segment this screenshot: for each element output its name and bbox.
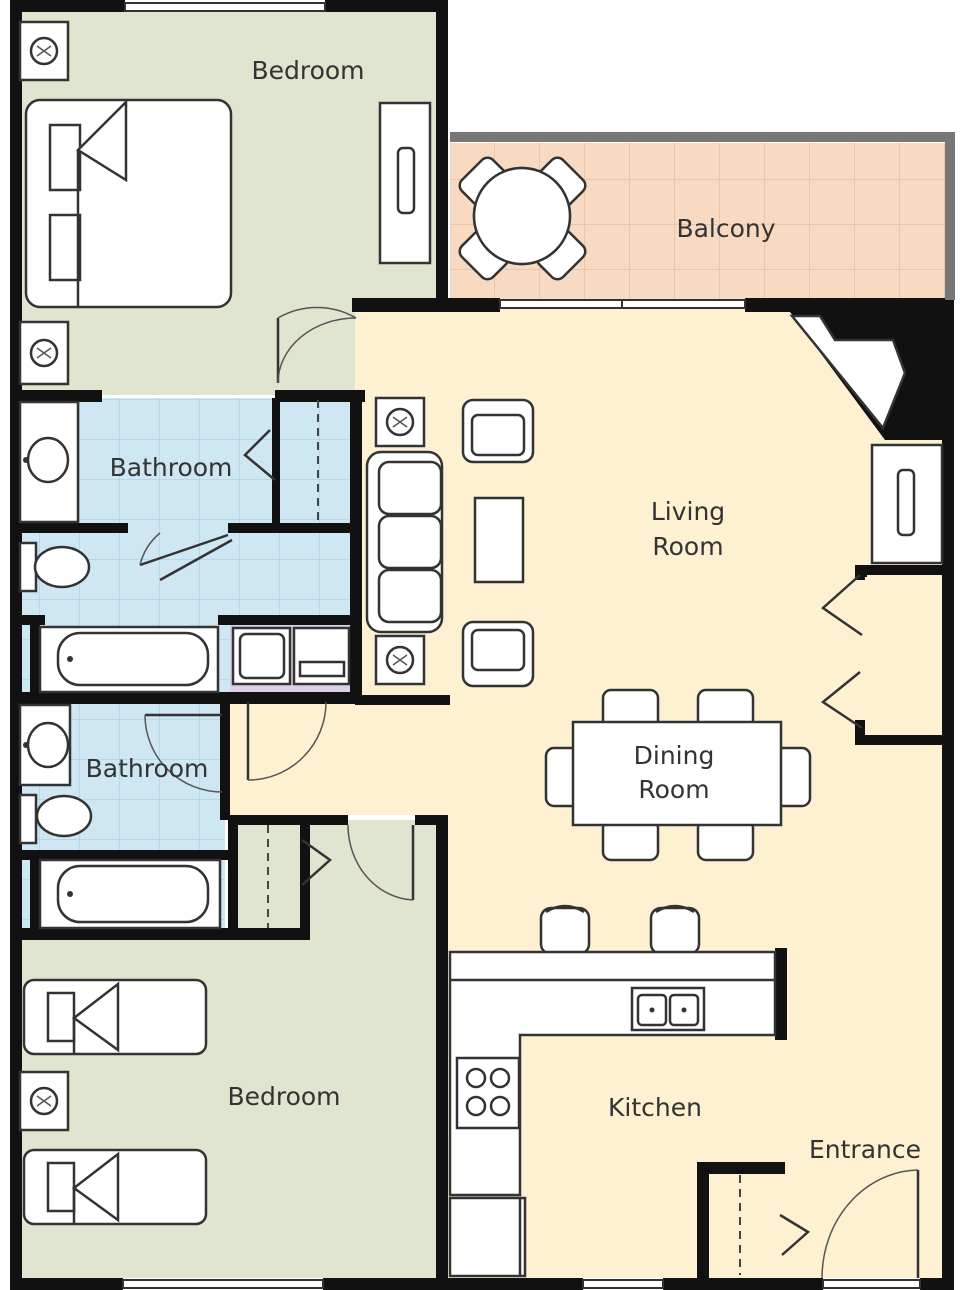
- upper-bath-door-swing: [139, 532, 233, 582]
- closet-bifold-1: [243, 429, 276, 481]
- nightstand-lamp-icon: [18, 20, 70, 82]
- dresser-icon: [378, 101, 432, 265]
- dining-set-icon: [544, 688, 812, 862]
- second-bedroom-furniture: [18, 978, 208, 1226]
- label-second-bedroom: Bedroom: [227, 1082, 340, 1111]
- armchair-icon: [461, 398, 535, 464]
- dryer-icon: [292, 626, 351, 686]
- label-living-line1: Living: [651, 497, 725, 526]
- label-balcony: Balcony: [676, 214, 775, 243]
- label-upper-bathroom: Bathroom: [110, 453, 233, 482]
- label-kitchen: Kitchen: [608, 1093, 702, 1122]
- washer-icon: [231, 626, 292, 686]
- closet-bifold-4: [301, 838, 332, 886]
- label-main-bedroom: Bedroom: [251, 56, 364, 85]
- twin-bed-icon: [22, 1148, 208, 1226]
- bedroom-door-swing: [276, 306, 357, 384]
- label-entrance: Entrance: [809, 1135, 921, 1164]
- window-bedroom-bottom: [122, 1279, 324, 1289]
- room-labels: Bedroom Balcony Bathroom Living Room Din…: [86, 56, 921, 1164]
- closet-bifold-5: [779, 1213, 811, 1256]
- hall-door-swing: [246, 701, 327, 781]
- window-top: [124, 2, 326, 12]
- toilet-icon: [18, 541, 91, 593]
- second-bedroom-door-swing: [347, 824, 415, 901]
- twin-bed-icon: [22, 978, 208, 1056]
- kitchen-furniture: [448, 904, 777, 1278]
- living-room-furniture: [365, 314, 944, 688]
- fireplace-icon: [789, 314, 907, 431]
- nightstand-lamp-icon: [18, 1070, 70, 1132]
- windows: [122, 2, 921, 1289]
- label-dining-line2: Room: [638, 775, 709, 804]
- nightstand-lamp-icon: [18, 320, 70, 386]
- closet-bifold-3: [820, 671, 863, 730]
- lower-bath-door-swing: [144, 713, 223, 793]
- bar-stool-icon: [649, 904, 701, 956]
- balcony-railing: [450, 132, 955, 300]
- lower-bathroom-fixtures: [18, 703, 222, 930]
- closet-bifold-2: [820, 574, 863, 637]
- doors: [139, 306, 920, 1279]
- window-entrance-bottom: [822, 1279, 921, 1289]
- coffee-table-icon: [473, 496, 525, 584]
- label-lower-bathroom: Bathroom: [86, 754, 209, 783]
- dining-table: [571, 720, 783, 827]
- stove-icon: [455, 1056, 521, 1130]
- bar-stool-icon: [539, 904, 591, 956]
- refrigerator-icon: [448, 1196, 527, 1278]
- end-table-lamp-icon: [374, 634, 426, 686]
- upper-bathroom-fixtures: [18, 400, 351, 694]
- hall-closet-floor: [228, 820, 438, 940]
- entrance-door-swing: [821, 1169, 920, 1279]
- armchair-icon: [461, 620, 535, 688]
- main-bedroom-furniture: [18, 20, 432, 386]
- toilet-icon: [18, 793, 93, 845]
- end-table-lamp-icon: [374, 396, 426, 448]
- kitchen-sink-icon: [630, 986, 706, 1032]
- window-kitchen-bottom: [582, 1279, 664, 1289]
- bathtub-icon: [38, 858, 222, 930]
- sofa-icon: [365, 450, 444, 634]
- label-dining-line1: Dining: [634, 741, 715, 770]
- label-living-line2: Room: [652, 532, 723, 561]
- double-bed-icon: [24, 98, 233, 309]
- balcony-table-set-icon: [458, 156, 587, 281]
- bathtub-icon: [38, 625, 220, 694]
- tv-cabinet-icon: [870, 443, 944, 565]
